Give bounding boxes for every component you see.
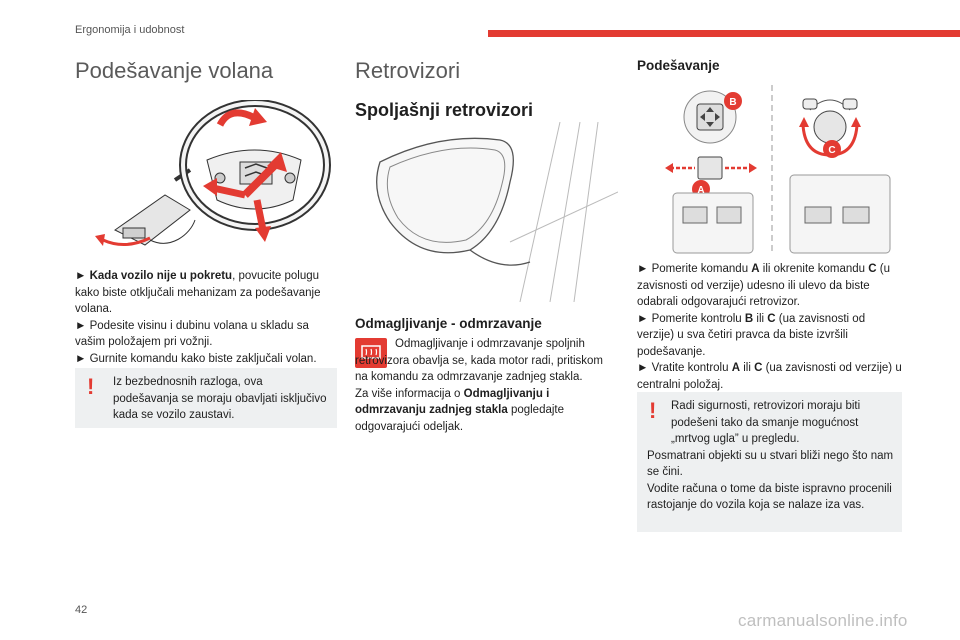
steering-step-3: ► Gurnite komandu kako biste zaključali … [75,352,317,365]
mirror-warning-line-2: Posmatrani objekti su u stvari bliži neg… [647,449,894,479]
adjustment-title: Podešavanje [637,58,720,73]
exterior-mirrors-subtitle: Spoljašnji retrovizori [355,100,534,120]
adjustment-step-3: ► Vratite kontrolu A ili C (ua zavisnost… [637,362,902,391]
adjustment-step-1: ► Pomerite komandu A ili okrenite komand… [637,263,891,308]
defrost-title: Odmagljivanje - odmrzavanje [355,316,542,331]
defrost-text: Odmagljivanje i odmrzavanje spoljnih ret… [355,336,617,435]
rear-defrost-icon [355,338,387,368]
steering-warning-box: ! Iz bezbednosnih razloga, ova podešavan… [75,368,337,428]
page-number: 42 [75,604,88,616]
defrost-paragraph-2: Za više informacija o Odmagljivanju i od… [355,387,565,433]
steering-warning-text: Iz bezbednosnih razloga, ova podešavanja… [113,376,327,421]
steering-wheel-illustration [95,100,331,246]
mirrors-title: Retrovizori [355,58,461,83]
label-a: A [697,185,704,196]
label-b: B [729,97,736,108]
steering-step-1: ► Kada vozilo nije u pokretu, povucite p… [75,270,321,315]
mirror-warning-line-1: Radi sigurnosti, retrovizori moraju biti… [671,400,861,445]
section-header: Ergonomija i udobnost [75,24,185,36]
defrost-paragraph-1: Odmagljivanje i odmrzavanje spoljnih ret… [355,338,603,383]
mirror-warning-line-3: Vodite računa o tome da biste ispravno p… [647,482,892,512]
steering-instructions: ► Kada vozilo nije u pokretu, povucite p… [75,268,340,367]
warning-icon: ! [649,398,657,423]
steering-step-2: ► Podesite visinu i dubinu volana u skla… [75,319,309,349]
exterior-mirror-illustration [376,122,618,302]
watermark: carmanualsonline.info [738,611,908,630]
label-c: C [828,145,835,156]
mirror-controls-illustration: B A C [665,85,891,255]
adjustment-step-2: ► Pomerite kontrolu B ili C (ua zavisnos… [637,312,866,358]
header-accent-bar [488,30,960,37]
mirror-warning-box: ! Radi sigurnosti, retrovizori moraju bi… [637,392,902,532]
adjustment-instructions: ► Pomerite komandu A ili okrenite komand… [637,261,902,393]
warning-icon: ! [87,374,95,399]
steering-title: Podešavanje volana [75,58,274,83]
